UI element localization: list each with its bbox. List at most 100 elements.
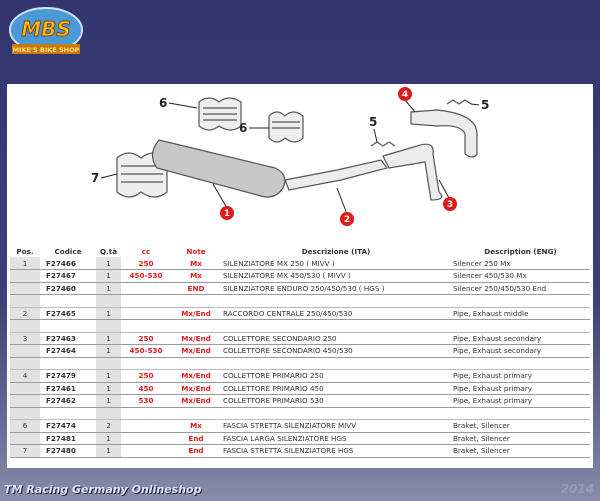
cc-cell: 250 <box>121 257 171 270</box>
header-pos: Pos. <box>16 247 34 256</box>
spacer-cell <box>121 357 590 370</box>
code-cell: F27480 <box>40 444 96 458</box>
note-cell: Mx/End <box>171 332 221 345</box>
cc-cell <box>121 307 171 320</box>
desc-ita-cell: COLLETTORE PRIMARIO 530 <box>221 394 451 408</box>
spacer-cell <box>10 294 40 308</box>
note-cell: Mx <box>171 269 221 283</box>
qty-cell: 1 <box>96 307 121 320</box>
cc-cell <box>121 444 171 458</box>
spacer-cell <box>121 294 590 308</box>
cc-cell: 450-530 <box>121 344 171 358</box>
code-cell: F27462 <box>40 394 96 408</box>
parts-table: Pos. Codice Q.tà cc Note Descrizione (IT… <box>10 246 590 458</box>
qty-cell: 1 <box>96 257 121 270</box>
mbs-logo[interactable]: MBS MIKE'S BIKE SHOP <box>8 6 84 58</box>
desc-eng-cell: Silencer 250 Mx <box>451 257 590 270</box>
cc-cell: 450-530 <box>121 269 171 283</box>
exhaust-diagram: 6 6 7 5 5 1 2 3 4 <box>91 87 489 226</box>
code-cell: F27474 <box>40 419 96 433</box>
spring-5b <box>446 99 472 105</box>
spacer-cell <box>40 357 96 370</box>
spacer-cell <box>10 407 40 420</box>
desc-eng-cell: Pipe, Exhaust middle <box>451 307 590 320</box>
callout-7: 7 <box>91 171 99 185</box>
svg-text:MIKE'S BIKE SHOP: MIKE'S BIKE SHOP <box>13 46 80 54</box>
desc-eng-cell: Pipe, Exhaust primary <box>451 394 590 408</box>
code-cell: F27463 <box>40 332 96 345</box>
spacer-cell <box>40 319 96 333</box>
spacer-cell <box>96 319 121 333</box>
qty-cell: 1 <box>96 282 121 295</box>
callout-4 <box>398 87 412 101</box>
footer-year: 2014 <box>560 482 594 496</box>
code-cell: F27481 <box>40 432 96 445</box>
spacer-cell <box>10 319 40 333</box>
spacer-row <box>10 407 590 420</box>
parts-panel: 6 6 7 5 5 1 2 3 4 Pos. Codice Q.tà cc No… <box>7 84 593 468</box>
pos-cell <box>10 344 40 358</box>
code-cell: F27461 <box>40 382 96 395</box>
callout-6a: 6 <box>159 96 167 110</box>
callout-3 <box>443 197 457 211</box>
note-cell: Mx <box>171 257 221 270</box>
desc-ita-cell: COLLETTORE PRIMARIO 250 <box>221 369 451 383</box>
note-cell: End <box>171 432 221 445</box>
code-cell: F27467 <box>40 269 96 283</box>
desc-eng-cell: Braket, Silencer <box>451 432 590 445</box>
cc-cell: 250 <box>121 332 171 345</box>
table-row: F27464 1 450-530 Mx/End COLLETTORE SECON… <box>10 344 590 358</box>
spacer-cell <box>121 407 590 420</box>
secondary-pipe <box>382 143 443 201</box>
pos-cell: 3 <box>10 332 40 345</box>
qty-cell: 1 <box>96 344 121 358</box>
table-row: 6 F27474 2 Mx FASCIA STRETTA SILENZIATOR… <box>10 419 590 433</box>
table-row: F27460 1 END SILENZIATORE ENDURO 250/450… <box>10 282 590 295</box>
pos-cell: 7 <box>10 444 40 458</box>
qty-cell: 1 <box>96 394 121 408</box>
cc-cell <box>121 432 171 445</box>
qty-cell: 1 <box>96 382 121 395</box>
table-row: 7 F27480 1 End FASCIA STRETTA SILENZIATO… <box>10 444 590 458</box>
desc-ita-cell: COLLETTORE PRIMARIO 450 <box>221 382 451 395</box>
header-desc-ita: Descrizione (ITA) <box>301 247 371 256</box>
spacer-cell <box>40 294 96 308</box>
table-row: 2 F27465 1 Mx/End RACCORDO CENTRALE 250/… <box>10 307 590 320</box>
spacer-cell <box>96 294 121 308</box>
desc-eng-cell: Pipe, Exhaust primary <box>451 369 590 383</box>
spacer-cell <box>96 407 121 420</box>
code-cell: F27464 <box>40 344 96 358</box>
note-cell: End <box>171 444 221 458</box>
desc-eng-cell: Braket, Silencer <box>451 444 590 458</box>
qty-cell: 1 <box>96 369 121 383</box>
cc-cell: 250 <box>121 369 171 383</box>
header-code: Codice <box>54 247 82 256</box>
svg-text:MBS: MBS <box>21 17 71 41</box>
note-cell: Mx/End <box>171 344 221 358</box>
note-cell: Mx/End <box>171 394 221 408</box>
qty-cell: 1 <box>96 432 121 445</box>
desc-ita-cell: RACCORDO CENTRALE 250/450/530 <box>221 307 451 320</box>
pos-cell: 2 <box>10 307 40 320</box>
desc-eng-cell: Silencer 450/530 Mx <box>451 269 590 283</box>
svg-text:3: 3 <box>447 200 453 210</box>
desc-eng-cell: Silencer 250/450/530 End <box>451 282 590 295</box>
qty-cell: 1 <box>96 269 121 283</box>
pos-cell: 4 <box>10 369 40 383</box>
cc-cell <box>121 282 171 295</box>
table-header: Pos. Codice Q.tà cc Note Descrizione (IT… <box>10 246 590 257</box>
pos-cell <box>10 269 40 283</box>
svg-text:1: 1 <box>224 209 230 219</box>
cc-cell: 530 <box>121 394 171 408</box>
desc-ita-cell: SILENZIATORE MX 250 ( MIVV ) <box>221 257 451 270</box>
desc-ita-cell: SILENZIATORE ENDURO 250/450/530 ( HGS ) <box>221 282 451 295</box>
spacer-cell <box>121 319 590 333</box>
table-row: 1 F27466 1 250 Mx SILENZIATORE MX 250 ( … <box>10 257 590 270</box>
qty-cell: 1 <box>96 332 121 345</box>
svg-text:4: 4 <box>402 90 408 100</box>
bracket-6a <box>198 97 242 131</box>
table-row: F27467 1 450-530 Mx SILENZIATORE MX 450/… <box>10 269 590 283</box>
desc-ita-cell: FASCIA LARGA SILENZIATORE HGS <box>221 432 451 445</box>
desc-ita-cell: FASCIA STRETTA SILENZIATORE MIVV <box>221 419 451 433</box>
middle-pipe <box>284 159 389 191</box>
